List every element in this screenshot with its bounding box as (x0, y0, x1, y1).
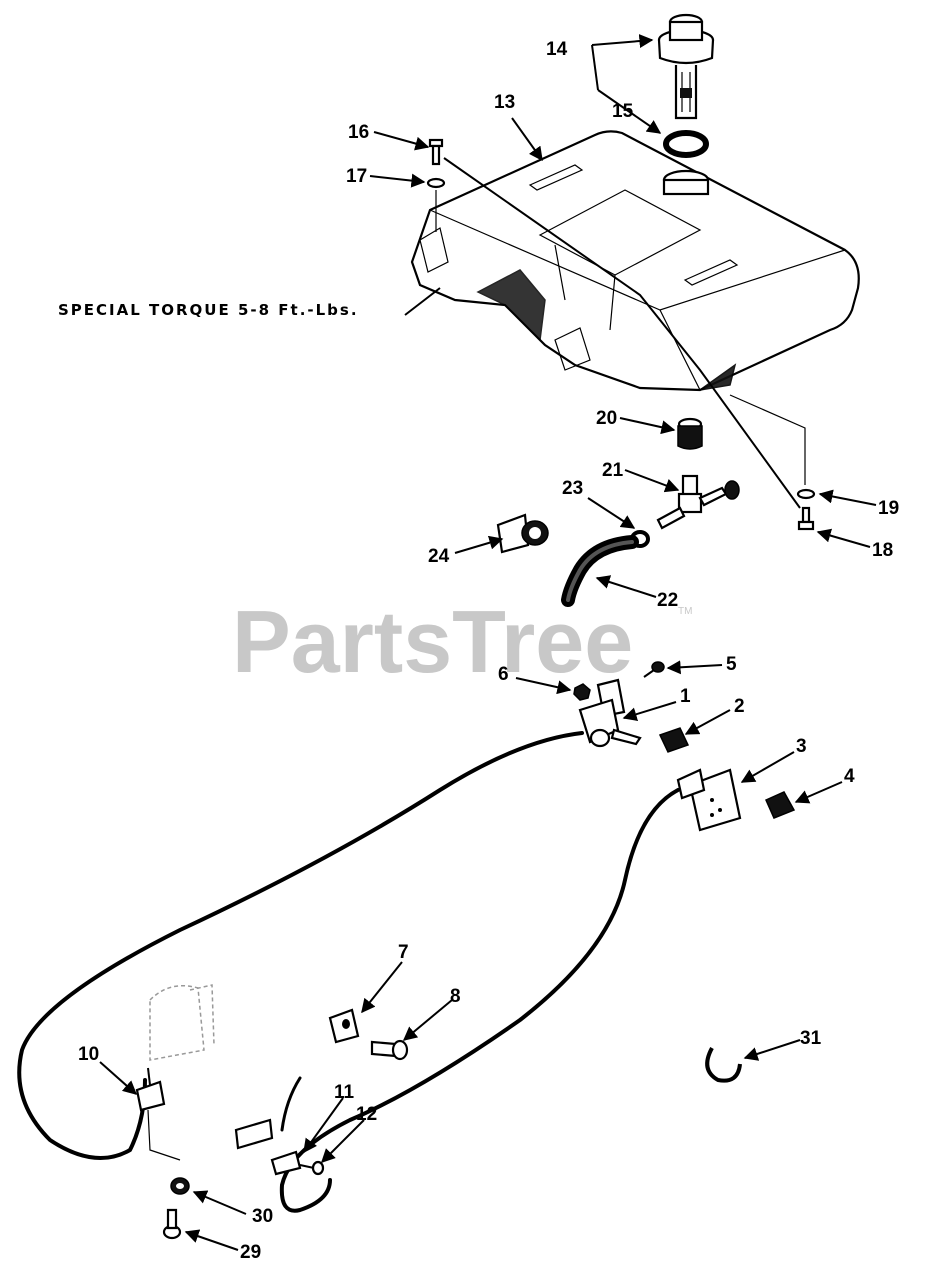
callout-21: 21 (602, 460, 624, 481)
carburetor-sketch (149, 984, 215, 1061)
knob-2 (658, 727, 690, 753)
callout-11: 11 (334, 1082, 355, 1103)
callout-2: 2 (734, 696, 745, 717)
fuel-tank (410, 130, 860, 392)
choke-cable (279, 788, 680, 1213)
callout-30: 30 (252, 1206, 273, 1227)
watermark-trademark: TM (678, 606, 692, 617)
callout-19: 19 (878, 498, 899, 519)
bushing (677, 417, 703, 450)
screw-29 (162, 1208, 182, 1240)
nut-6 (573, 683, 591, 701)
callout-10: 10 (78, 1044, 99, 1065)
callout-8: 8 (450, 986, 461, 1007)
throttle-cable (17, 731, 584, 1160)
bolt-18 (797, 506, 815, 531)
callout-4: 4 (844, 766, 855, 787)
callout-3: 3 (796, 736, 807, 757)
callout-31: 31 (800, 1028, 822, 1049)
callout-20: 20 (596, 408, 617, 429)
choke-bracket (676, 768, 742, 832)
cable-clamp-7 (328, 1008, 360, 1044)
clamp-10 (135, 1067, 166, 1112)
shutoff-valve (656, 474, 740, 530)
callout-7: 7 (398, 942, 409, 963)
clip-24 (496, 513, 549, 554)
bracket-11 (234, 1118, 302, 1176)
callout-18: 18 (872, 540, 893, 561)
callout-16: 16 (348, 122, 369, 143)
leader-lines (99, 34, 877, 1251)
special-torque-note: SPECIAL TORQUE 5-8 Ft.-Lbs. (58, 301, 359, 319)
washer-17 (426, 177, 446, 189)
callout-14: 14 (546, 39, 568, 60)
callout-13: 13 (494, 92, 515, 113)
gasket (663, 130, 709, 158)
bolt-16 (428, 138, 444, 166)
cable-clip-31 (705, 1047, 742, 1083)
callout-29: 29 (240, 1242, 261, 1263)
callout-15: 15 (612, 101, 634, 122)
washer-19 (796, 488, 816, 500)
screw-5 (643, 661, 665, 678)
screw-12 (299, 1160, 325, 1176)
callout-1: 1 (680, 686, 691, 707)
callout-24: 24 (428, 546, 450, 567)
screw-8 (370, 1039, 409, 1061)
throttle-control (578, 678, 642, 748)
fuel-cap-gauge (657, 13, 715, 120)
callout-22: 22 (657, 590, 678, 611)
knob-4 (765, 791, 796, 819)
callout-17: 17 (346, 166, 367, 187)
callout-23: 23 (562, 478, 583, 499)
watermark: PartsTree (232, 592, 633, 691)
callout-12: 12 (356, 1104, 377, 1125)
callout-6: 6 (498, 664, 509, 685)
callout-5: 5 (726, 654, 737, 675)
